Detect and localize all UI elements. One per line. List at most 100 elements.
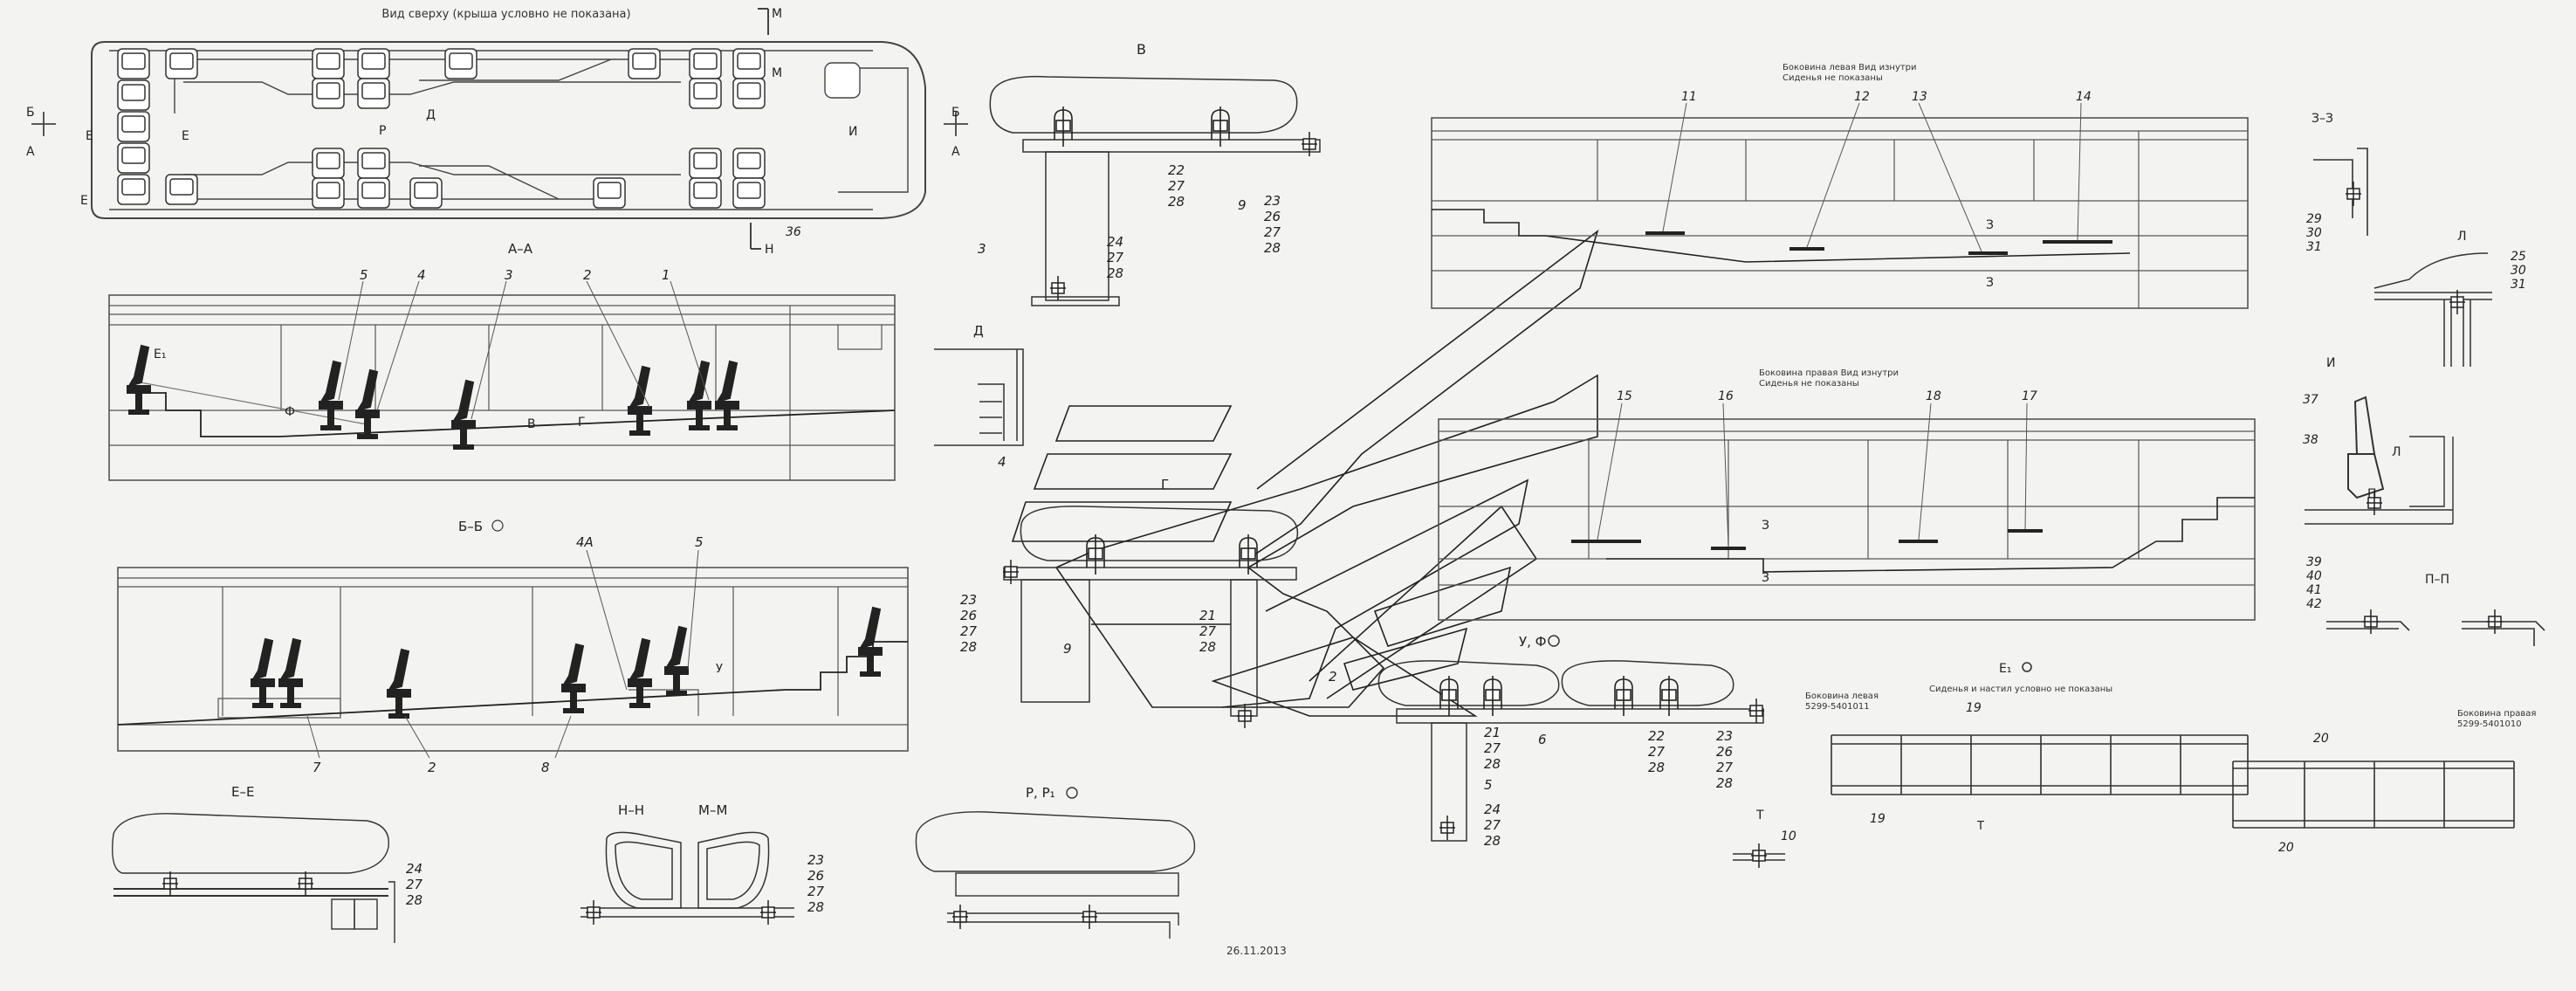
rs-mark-z1: З (1762, 519, 1769, 533)
detail-t: Т (1733, 809, 1785, 869)
mark-i: И (848, 125, 857, 139)
ee-c27: 27 (406, 877, 423, 892)
i-callout-38: 38 (2303, 433, 2318, 447)
ls-callout-13: 13 (1912, 90, 1927, 104)
mark-b-right: Б (951, 106, 960, 120)
uf-callout-5: 5 (1484, 777, 1493, 793)
v-callout-9: 9 (1238, 197, 1247, 213)
rs-callout-17: 17 (2022, 389, 2037, 403)
aa-callout-1: 1 (662, 267, 670, 283)
detail-ee: Е–Е (112, 784, 395, 943)
svg-text:Сиденья и настил условно не по: Сиденья и настил условно не показаны (1929, 685, 2112, 694)
uf-callout-6: 6 (1538, 732, 1547, 747)
aa-callout-2: 2 (583, 267, 592, 283)
aa-mark-g: Г (578, 416, 586, 430)
detail-i-title: И (2326, 356, 2335, 370)
e1-callout-20b: 20 (2278, 841, 2294, 855)
ls-callout-12: 12 (1854, 90, 1870, 104)
bb-mark-u: У (716, 663, 723, 676)
mark-m-1: М (772, 7, 782, 21)
callout-36: 36 (786, 225, 801, 239)
ee-c24: 24 (406, 861, 422, 877)
bb-callout-4a: 4А (576, 534, 594, 550)
mark-d: Д (426, 108, 436, 122)
section-aa-title: А–А (508, 241, 533, 257)
aa-mark-f: Ф (285, 405, 295, 419)
rs-callout-18: 18 (1926, 389, 1941, 403)
detail-zz-title: З–З (2312, 112, 2333, 126)
g-callout-9: 9 (1063, 641, 1072, 657)
rs-mark-z2: З (1762, 571, 1769, 585)
aa-callout-3: 3 (505, 267, 513, 283)
detail-l-title: Л (2457, 230, 2467, 244)
detail-g-seat (1002, 506, 1299, 729)
v-callout-3: 3 (978, 241, 986, 257)
detail-nn-mm: Н–Н М–М (580, 802, 794, 926)
detail-g (1011, 229, 1599, 717)
mark-a-right: А (951, 145, 960, 159)
rs-callout-15: 15 (1617, 389, 1632, 403)
bb-callout-5: 5 (695, 534, 704, 550)
g-mark: Г (1161, 477, 1169, 492)
aa-mark-e1: Е₁ (154, 348, 166, 361)
e1-callout-20a: 20 (2313, 732, 2329, 746)
section-bb: Б–Б (117, 519, 909, 752)
ls-callout-14: 14 (2076, 90, 2092, 104)
d-callout-4: 4 (998, 454, 1006, 470)
bb-callout-8: 8 (541, 760, 550, 775)
drawing-date: 26.11.2013 (1226, 945, 1287, 957)
top-view-caption: Вид сверху (крыша условно не показана) (381, 8, 630, 21)
detail-ee-title: Е–Е (231, 784, 254, 800)
detail-pp: П–П (2326, 573, 2545, 646)
detail-d-title: Д (973, 323, 984, 339)
top-view: Вид сверху (крыша условно не показана) (31, 8, 968, 250)
detail-v-title: В (1137, 41, 1146, 58)
detail-pp-title: П–П (2425, 573, 2449, 587)
aa-callout-4: 4 (417, 267, 426, 283)
detail-e1: Е₁ Сиденья и настил условно не показаны (1831, 662, 2515, 829)
mark-b-left: Б (26, 106, 35, 120)
ls-mark-z2: З (1986, 276, 1994, 290)
ee-c28: 28 (406, 892, 422, 908)
detail-v: В (989, 41, 1321, 306)
mark-a-left: А (26, 145, 35, 159)
bb-callout-2: 2 (428, 760, 436, 775)
detail-uf: У, Ф (1377, 634, 1765, 842)
detail-e1-title: Е₁ (1999, 662, 2011, 676)
ls-mark-z1: З (1986, 218, 1994, 232)
detail-mm-title: М–М (698, 802, 727, 818)
aa-callout-5: 5 (360, 267, 368, 283)
mark-e-2: Е (182, 129, 189, 143)
g-callout-2: 2 (1329, 669, 1337, 685)
e1-callout-19b: 19 (1870, 812, 1886, 826)
detail-t-title: Т (1755, 809, 1764, 822)
e1-mark-t: Т (1976, 820, 1984, 833)
detail-rr: Р, Р₁ (915, 785, 1196, 939)
mark-m-2: М (772, 66, 782, 80)
mark-e-1: Е (86, 129, 93, 143)
detail-uf-title: У, Ф (1519, 634, 1547, 650)
i-callout-37: 37 (2303, 393, 2318, 407)
rs-callout-16: 16 (1718, 389, 1734, 403)
detail-l: Л (2373, 230, 2492, 367)
mark-e-3: Е (80, 194, 88, 208)
e1-callout-19a: 19 (1966, 701, 1982, 715)
ls-callout-11: 11 (1681, 90, 1697, 104)
aa-mark-v: В (527, 417, 536, 431)
